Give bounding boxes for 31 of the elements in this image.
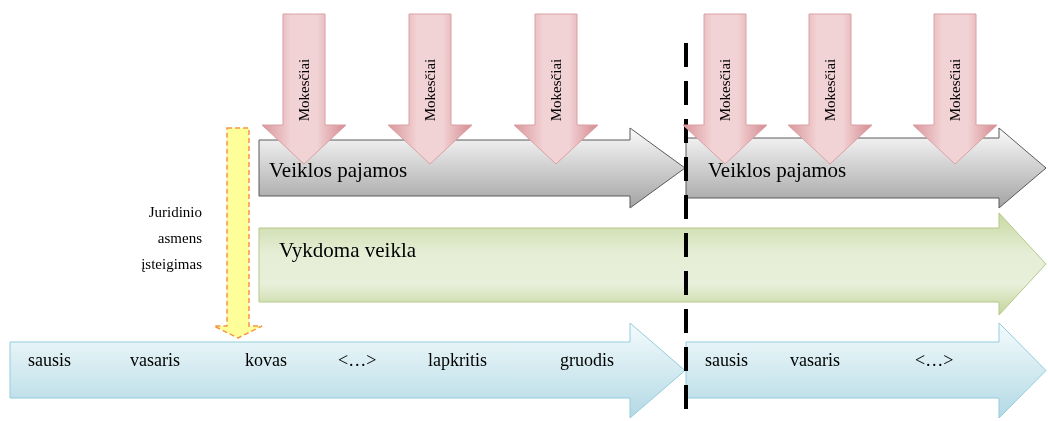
downward-banner [788, 14, 872, 164]
banner-label: Mokesčiai [421, 58, 439, 122]
downward-banner [683, 14, 767, 164]
month-label: <…> [338, 350, 377, 371]
downward-banner [262, 14, 346, 164]
rightward-banner [686, 323, 1046, 418]
month-label: lapkritis [428, 350, 487, 371]
banner-label: Mokesčiai [716, 58, 734, 122]
banner-label: Mokesčiai [821, 58, 839, 122]
month-label: <…> [915, 350, 954, 371]
banner-label: Vykdoma veikla [279, 238, 417, 263]
rightward-banner [259, 128, 685, 208]
banner-label: Veiklos pajamos [269, 158, 408, 183]
beside-text: Juridinio asmens įsteigimas [140, 203, 202, 274]
month-label: sausis [28, 350, 71, 371]
banner-label: Mokesčiai [547, 58, 565, 122]
month-label: sausis [705, 350, 748, 371]
downward-banner [388, 14, 472, 164]
rightward-banner [259, 213, 1046, 315]
month-label: vasaris [130, 350, 180, 371]
rightward-banner [686, 128, 1046, 208]
banner-label: Veiklos pajamos [708, 158, 847, 183]
downward-banner [214, 128, 262, 338]
month-label: gruodis [560, 350, 614, 371]
banner-label: Mokesčiai [946, 58, 964, 122]
month-label: vasaris [790, 350, 840, 371]
downward-banner [913, 14, 997, 164]
downward-banner [514, 14, 598, 164]
banner-label: Mokesčiai [295, 58, 313, 122]
rightward-banner [10, 323, 685, 418]
month-label: kovas [245, 350, 287, 371]
